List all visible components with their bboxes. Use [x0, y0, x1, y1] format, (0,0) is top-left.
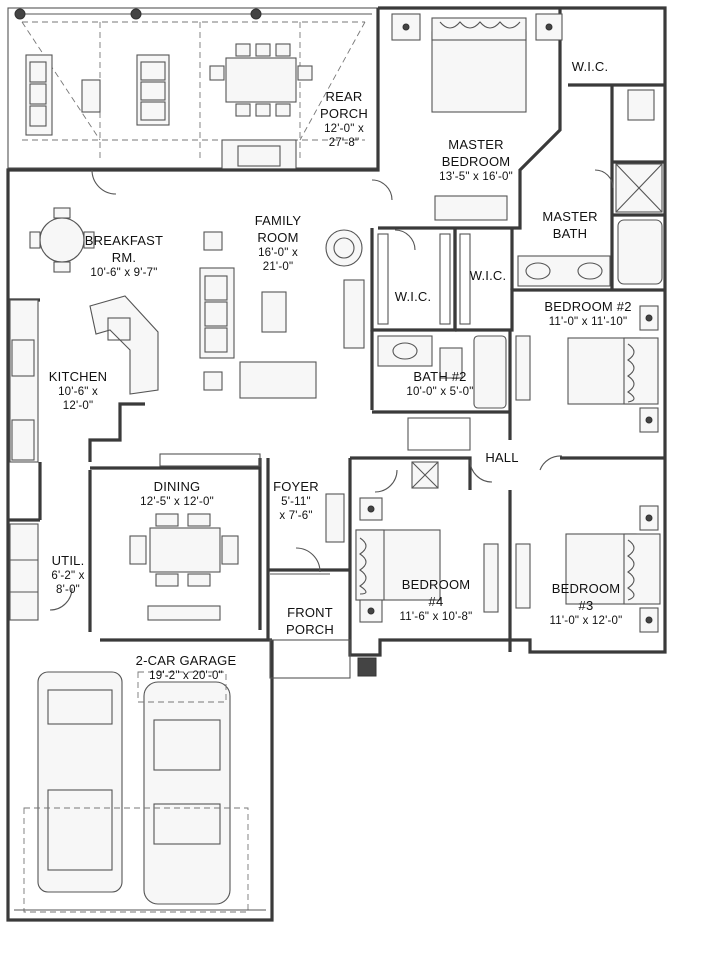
label-wic-master: W.I.C. [571, 59, 609, 74]
kitchen-counter-left [9, 299, 39, 463]
dining-table [129, 513, 239, 587]
porch-dining-set [209, 43, 313, 117]
bedroom2-bed [567, 337, 659, 405]
dining-buffet [147, 605, 221, 621]
label-garage: 2-CAR GARAGE 19'-2" x 20'-0" [135, 653, 237, 682]
family-sofa [199, 267, 235, 359]
family-loveseat [239, 361, 317, 399]
bath2-toilet [439, 347, 463, 379]
garage-car-right [143, 681, 231, 905]
label-bedroom-4: BEDROOM #4 11'-6" x 10'-8" [399, 577, 473, 623]
label-wic-right: W.I.C. [469, 268, 507, 283]
door-swings [49, 169, 614, 611]
porch-coffee-table [81, 79, 101, 113]
bedroom3-bed [565, 533, 661, 605]
label-foyer: FOYER 5'-11" x 7'-6" [273, 479, 319, 522]
porch-sofa-right [136, 54, 170, 126]
family-tv-console [343, 279, 365, 349]
master-toilet [627, 89, 655, 121]
label-dining: DINING 12'-5" x 12'-0" [140, 479, 214, 508]
label-breakfast: BREAKFAST RM. 10'-6" x 9'-7" [84, 233, 164, 279]
label-kitchen: KITCHEN 10'-6" x 12'-0" [48, 369, 108, 412]
master-dresser [434, 195, 508, 221]
kitchen-island [89, 295, 159, 395]
exterior-walls [6, 6, 667, 922]
fireplace [221, 139, 297, 171]
label-rear-porch: REAR PORCH 12'-0" x 27'-8" [320, 89, 368, 149]
bath2-tub [473, 335, 507, 409]
bath2-vanity [377, 335, 433, 367]
label-bedroom-2: BEDROOM #2 11'-0" x 11'-10" [544, 299, 632, 328]
label-bath-2: BATH #2 10'-0" x 5'-0" [406, 369, 474, 398]
label-hall: HALL [485, 450, 519, 465]
label-front-porch: FRONT PORCH [286, 605, 334, 637]
family-coffee-table [261, 291, 287, 333]
label-master-bedroom: MASTER BEDROOM 13'-5" x 16'-0" [439, 137, 513, 183]
label-bedroom-3: BEDROOM #3 11'-0" x 12'-0" [549, 581, 623, 627]
breakfast-table [29, 207, 95, 273]
family-chair [325, 229, 363, 267]
master-tub [617, 219, 663, 285]
garage-car-left [37, 671, 123, 893]
label-master-bath: MASTER BATH [542, 209, 598, 241]
rear-porch-area [7, 7, 379, 169]
porch-sofa-left [25, 54, 53, 136]
interior-walls [8, 8, 665, 652]
front-porch-column [357, 657, 377, 677]
label-util: UTIL. 6'-2" x 8'-0" [51, 553, 85, 596]
master-bed [431, 17, 527, 113]
master-vanity [517, 255, 611, 287]
bedroom4-bed [355, 529, 441, 601]
label-wic-left: W.I.C. [394, 289, 432, 304]
label-family-room: FAMILY ROOM 16'-0" x 21'-0" [254, 213, 302, 273]
